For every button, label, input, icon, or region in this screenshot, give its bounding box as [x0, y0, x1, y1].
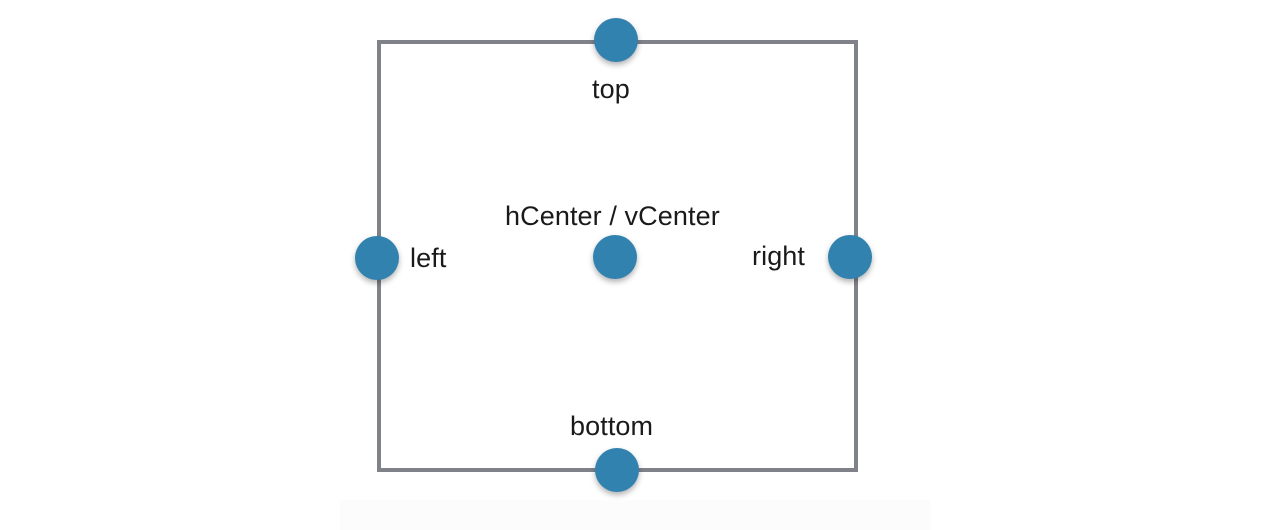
anchor-handle-bottom[interactable] [595, 448, 639, 492]
background-band [340, 500, 930, 530]
anchor-label-center: hCenter / vCenter [505, 201, 720, 231]
anchor-handle-right[interactable] [828, 235, 872, 279]
anchor-label-bottom: bottom [570, 411, 654, 441]
anchor-label-left: left [410, 243, 447, 273]
anchor-handle-center[interactable] [593, 235, 637, 279]
anchor-label-top: top [592, 74, 630, 104]
anchor-label-right: right [752, 241, 806, 271]
anchor-handle-top[interactable] [594, 18, 638, 62]
anchor-handle-left[interactable] [355, 236, 399, 280]
